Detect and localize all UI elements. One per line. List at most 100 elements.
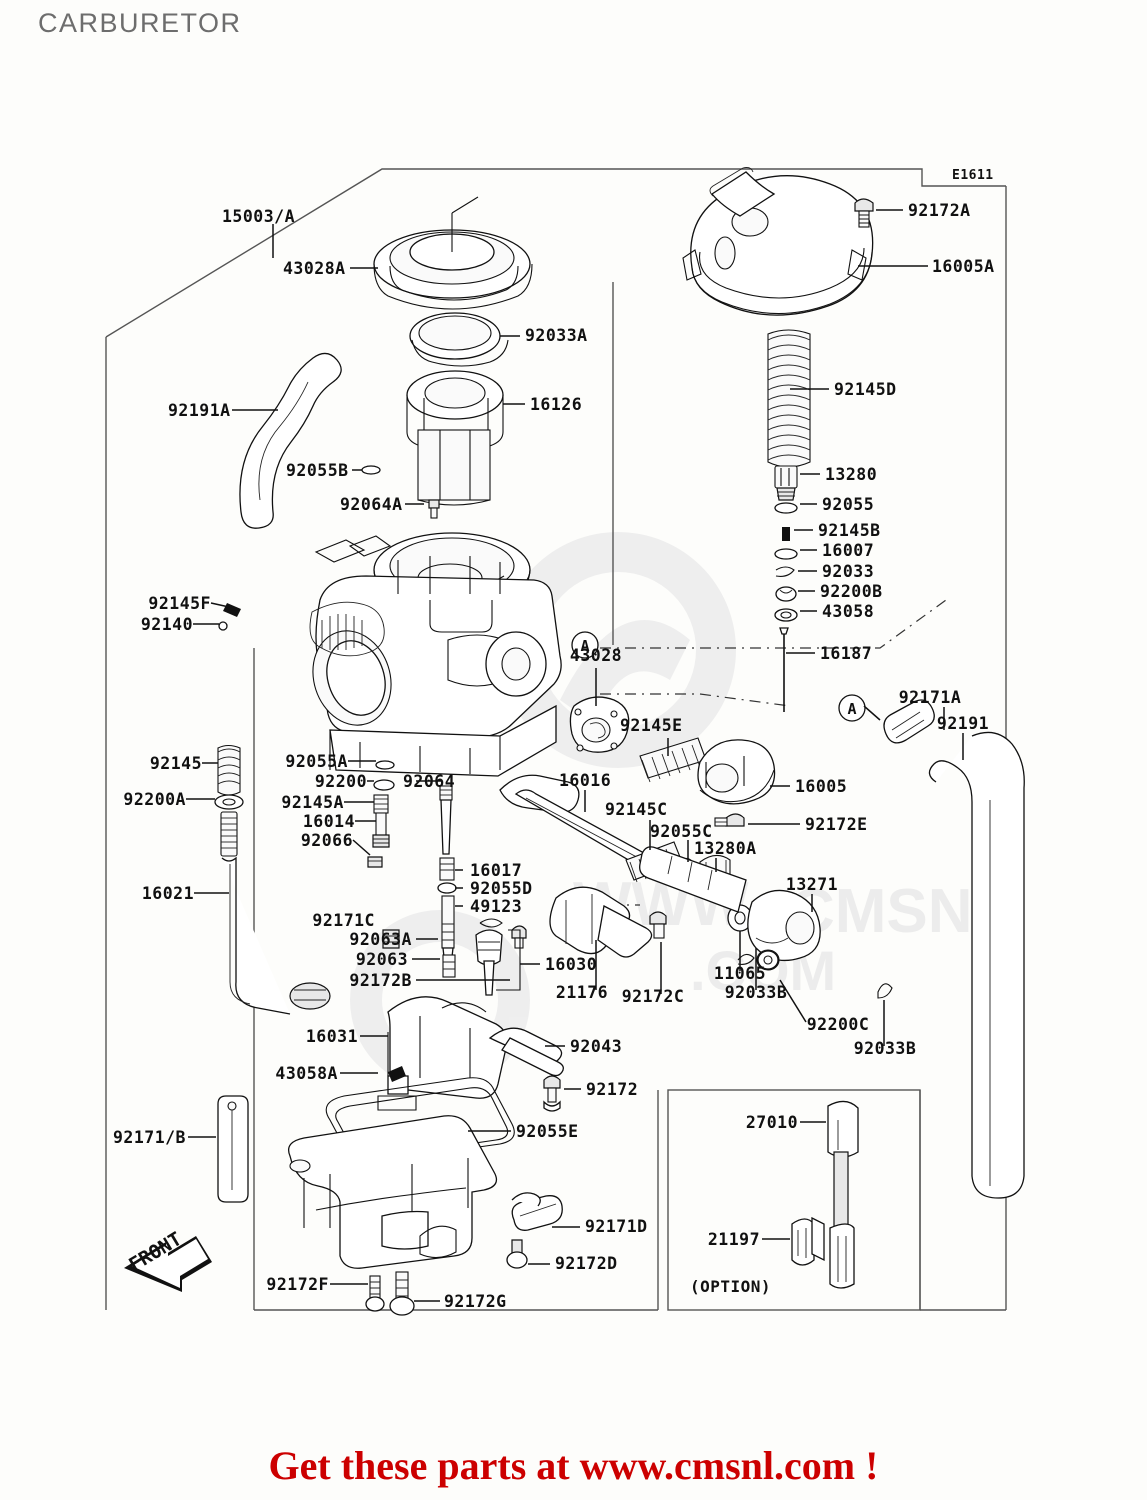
label-92171-B: 92171/B — [112, 1128, 186, 1147]
label-92172G: 92172G — [444, 1292, 507, 1311]
label-43058: 43058 — [822, 602, 875, 621]
part-92200C-washer — [757, 950, 779, 970]
part-92145B-spring — [782, 527, 790, 541]
diagram-code: E1611 — [952, 168, 994, 183]
part-carburetor-body — [309, 532, 580, 813]
label-92145: 92145 — [149, 754, 202, 773]
part-92172C-screw — [649, 911, 667, 939]
part-92172F-bolt — [365, 1275, 385, 1312]
part-92063A-jet — [382, 929, 400, 949]
part-16021-cable — [220, 811, 331, 1015]
label-16005: 16005 — [795, 777, 848, 796]
part-92033B-clip-2 — [877, 983, 893, 999]
label-92172: 92172 — [586, 1080, 639, 1099]
label-92063A: 92063A — [349, 930, 412, 949]
label-92172E: 92172E — [805, 815, 868, 834]
section-marker-a-1: A — [571, 631, 599, 659]
label-92172B: 92172B — [349, 971, 412, 990]
label-21176: 21176 — [555, 983, 609, 1002]
part-92172E-screw — [714, 813, 745, 827]
part-92145F-clip — [223, 603, 241, 617]
part-92064A-screw — [428, 499, 440, 519]
label-92033A: 92033A — [525, 326, 588, 345]
part-92172A-screw — [854, 198, 874, 228]
label-13271: 13271 — [785, 875, 839, 894]
label-92145E: 92145E — [620, 716, 683, 735]
part-21197-connector — [791, 1216, 825, 1266]
label-27010: 27010 — [745, 1113, 798, 1132]
page-title: CARBURETOR — [38, 8, 242, 38]
label-13280: 13280 — [825, 465, 878, 484]
part-92055-oring — [774, 502, 798, 514]
label-92055D: 92055D — [470, 879, 533, 898]
label-15003-A: 15003/A — [222, 207, 296, 226]
label-92171D: 92171D — [585, 1217, 648, 1236]
footer-promo-text: Get these parts at www.cmsnl.com ! — [268, 1443, 879, 1488]
leader-lines — [186, 209, 964, 1302]
label-92055A: 92055A — [285, 752, 348, 771]
label-92145B: 92145B — [818, 521, 881, 540]
label-43028A: 43028A — [283, 259, 346, 278]
part-92145-spring — [217, 744, 241, 796]
part-92200B-washer — [775, 586, 797, 602]
label-16017: 16017 — [470, 861, 523, 880]
part-92140-pin — [218, 621, 228, 631]
part-92055D-oring — [437, 882, 457, 894]
part-92145D-spring — [767, 329, 811, 468]
label-16187: 16187 — [820, 644, 873, 663]
part-92063-jet — [442, 954, 456, 978]
part-92055B-oring — [361, 465, 381, 475]
part-16007-nut — [774, 548, 798, 560]
part-92066-plug — [367, 856, 383, 868]
part-43058A-plug — [377, 1066, 417, 1111]
label-16126: 16126 — [530, 395, 583, 414]
part-16005-starter — [697, 739, 776, 805]
part-16030-float-valve — [475, 918, 521, 996]
part-16005A-vacuum-chamber — [682, 167, 874, 316]
label-92064: 92064 — [403, 772, 456, 791]
part-92043-pin — [501, 1037, 564, 1077]
part-43058-plug — [774, 608, 798, 622]
part-92033-clip — [775, 566, 795, 577]
label-92140: 92140 — [140, 615, 193, 634]
part-92200-washer — [373, 779, 395, 791]
label-92064A: 92064A — [340, 495, 403, 514]
label-11065: 11065 — [713, 964, 767, 983]
label-92172F: 92172F — [266, 1275, 329, 1294]
label-16030: 16030 — [545, 955, 598, 974]
section-marker-a-2: A — [838, 694, 866, 722]
part-float-chamber-body — [287, 1115, 498, 1269]
part-92171D-clamp — [511, 1192, 563, 1231]
part-43028A-duct — [373, 196, 533, 310]
part-92055A-oring — [375, 760, 395, 770]
label-92055B: 92055B — [286, 461, 349, 480]
part-92191A-hose — [239, 352, 342, 529]
part-27010-switch — [827, 1100, 859, 1289]
part-92171A-clamp — [883, 699, 935, 744]
label-92055C: 92055C — [650, 822, 713, 841]
part-92064-screw — [439, 785, 453, 855]
label-92172D: 92172D — [555, 1254, 618, 1273]
part-16017-jet — [439, 857, 455, 881]
label-43058A: 43058A — [275, 1064, 338, 1083]
label-92200C: 92200C — [806, 1015, 870, 1034]
label-92063: 92063 — [355, 950, 408, 969]
part-92172B-screw — [511, 925, 527, 949]
option-box-label: (OPTION) — [690, 1277, 772, 1296]
label-92066: 92066 — [300, 831, 353, 850]
part-92191-hose — [928, 731, 1025, 1199]
svg-text:A: A — [847, 700, 856, 718]
part-92172-bolt — [543, 1075, 561, 1112]
front-direction-marker — [124, 1236, 212, 1292]
label-49123: 49123 — [470, 897, 523, 916]
label-16016: 16016 — [559, 771, 612, 790]
label-92145C: 92145C — [605, 800, 668, 819]
label-92145F: 92145F — [148, 594, 211, 613]
label-16021: 16021 — [141, 884, 194, 903]
label-92145A: 92145A — [281, 793, 344, 812]
label-16031: 16031 — [305, 1027, 358, 1046]
label-92171A: 92171A — [898, 688, 962, 707]
label-92043: 92043 — [570, 1037, 623, 1056]
label-92200: 92200 — [314, 772, 367, 791]
